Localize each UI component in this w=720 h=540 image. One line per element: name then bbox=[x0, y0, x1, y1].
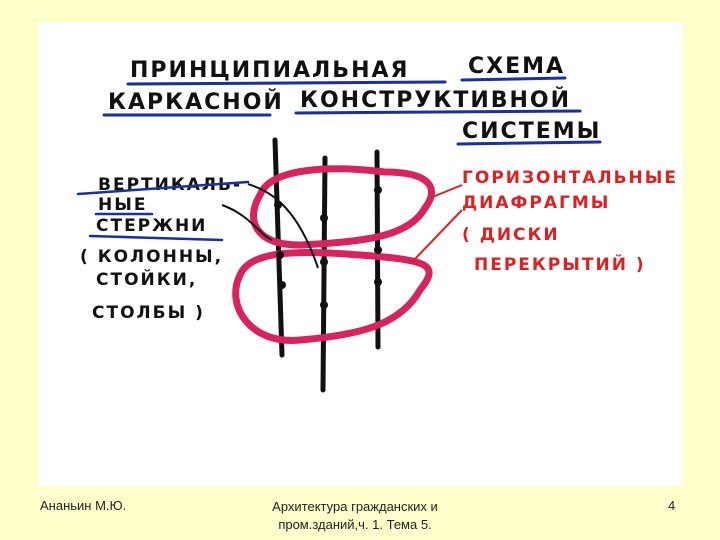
left-label-line3: СТЕРЖНИ bbox=[96, 216, 207, 236]
title: ПРИНЦИПИАЛЬНАЯ СХЕМА КАРКАСНОЙ КОНСТРУКТ… bbox=[108, 54, 601, 144]
title-word-5: СИСТЕМЫ bbox=[462, 119, 601, 144]
left-label-underlines bbox=[76, 180, 250, 242]
footer-course: Архитектура гражданских и пром.зданий,ч.… bbox=[240, 498, 470, 534]
right-label: ГОРИЗОНТАЛЬНЫЕ ДИАФРАГМЫ ( ДИСКИ ПЕРЕКРЫ… bbox=[462, 168, 678, 275]
left-label-line4: ( КОЛОННЫ, bbox=[80, 247, 223, 267]
column-middle bbox=[320, 155, 328, 393]
left-label-line6: СТОЛБЫ ) bbox=[92, 303, 205, 323]
footer-course-line2: пром.зданий,ч. 1. Тема 5. bbox=[278, 517, 432, 532]
column-left bbox=[272, 137, 285, 358]
right-label-line1: ГОРИЗОНТАЛЬНЫЕ bbox=[462, 168, 678, 188]
title-word-4: КОНСТРУКТИВНОЙ bbox=[300, 87, 571, 113]
footer-author: Ананьин М.Ю. bbox=[40, 498, 127, 513]
right-label-line2: ДИАФРАГМЫ bbox=[462, 193, 610, 213]
left-label: ВЕРТИКАЛЬ- НЫЕ СТЕРЖНИ ( КОЛОННЫ, СТОЙКИ… bbox=[80, 175, 240, 323]
left-label-line5: СТОЙКИ, bbox=[96, 268, 197, 290]
right-label-line4: ПЕРЕКРЫТИЙ ) bbox=[474, 253, 646, 275]
right-leader-lines bbox=[411, 184, 463, 263]
floor-disk-lower bbox=[232, 248, 433, 344]
right-label-line3: ( ДИСКИ bbox=[462, 225, 560, 245]
left-leader-lines bbox=[221, 183, 319, 269]
title-word-3: КАРКАСНОЙ bbox=[108, 89, 284, 115]
page-number: 4 bbox=[668, 498, 676, 513]
floor-disks bbox=[232, 165, 435, 344]
title-word-2: СХЕМА bbox=[468, 54, 565, 79]
title-underlines bbox=[102, 76, 602, 146]
title-word-1: ПРИНЦИПИАЛЬНАЯ bbox=[130, 58, 409, 83]
footer-course-line1: Архитектура гражданских и bbox=[272, 499, 438, 514]
left-label-line2: НЫЕ bbox=[98, 195, 147, 215]
